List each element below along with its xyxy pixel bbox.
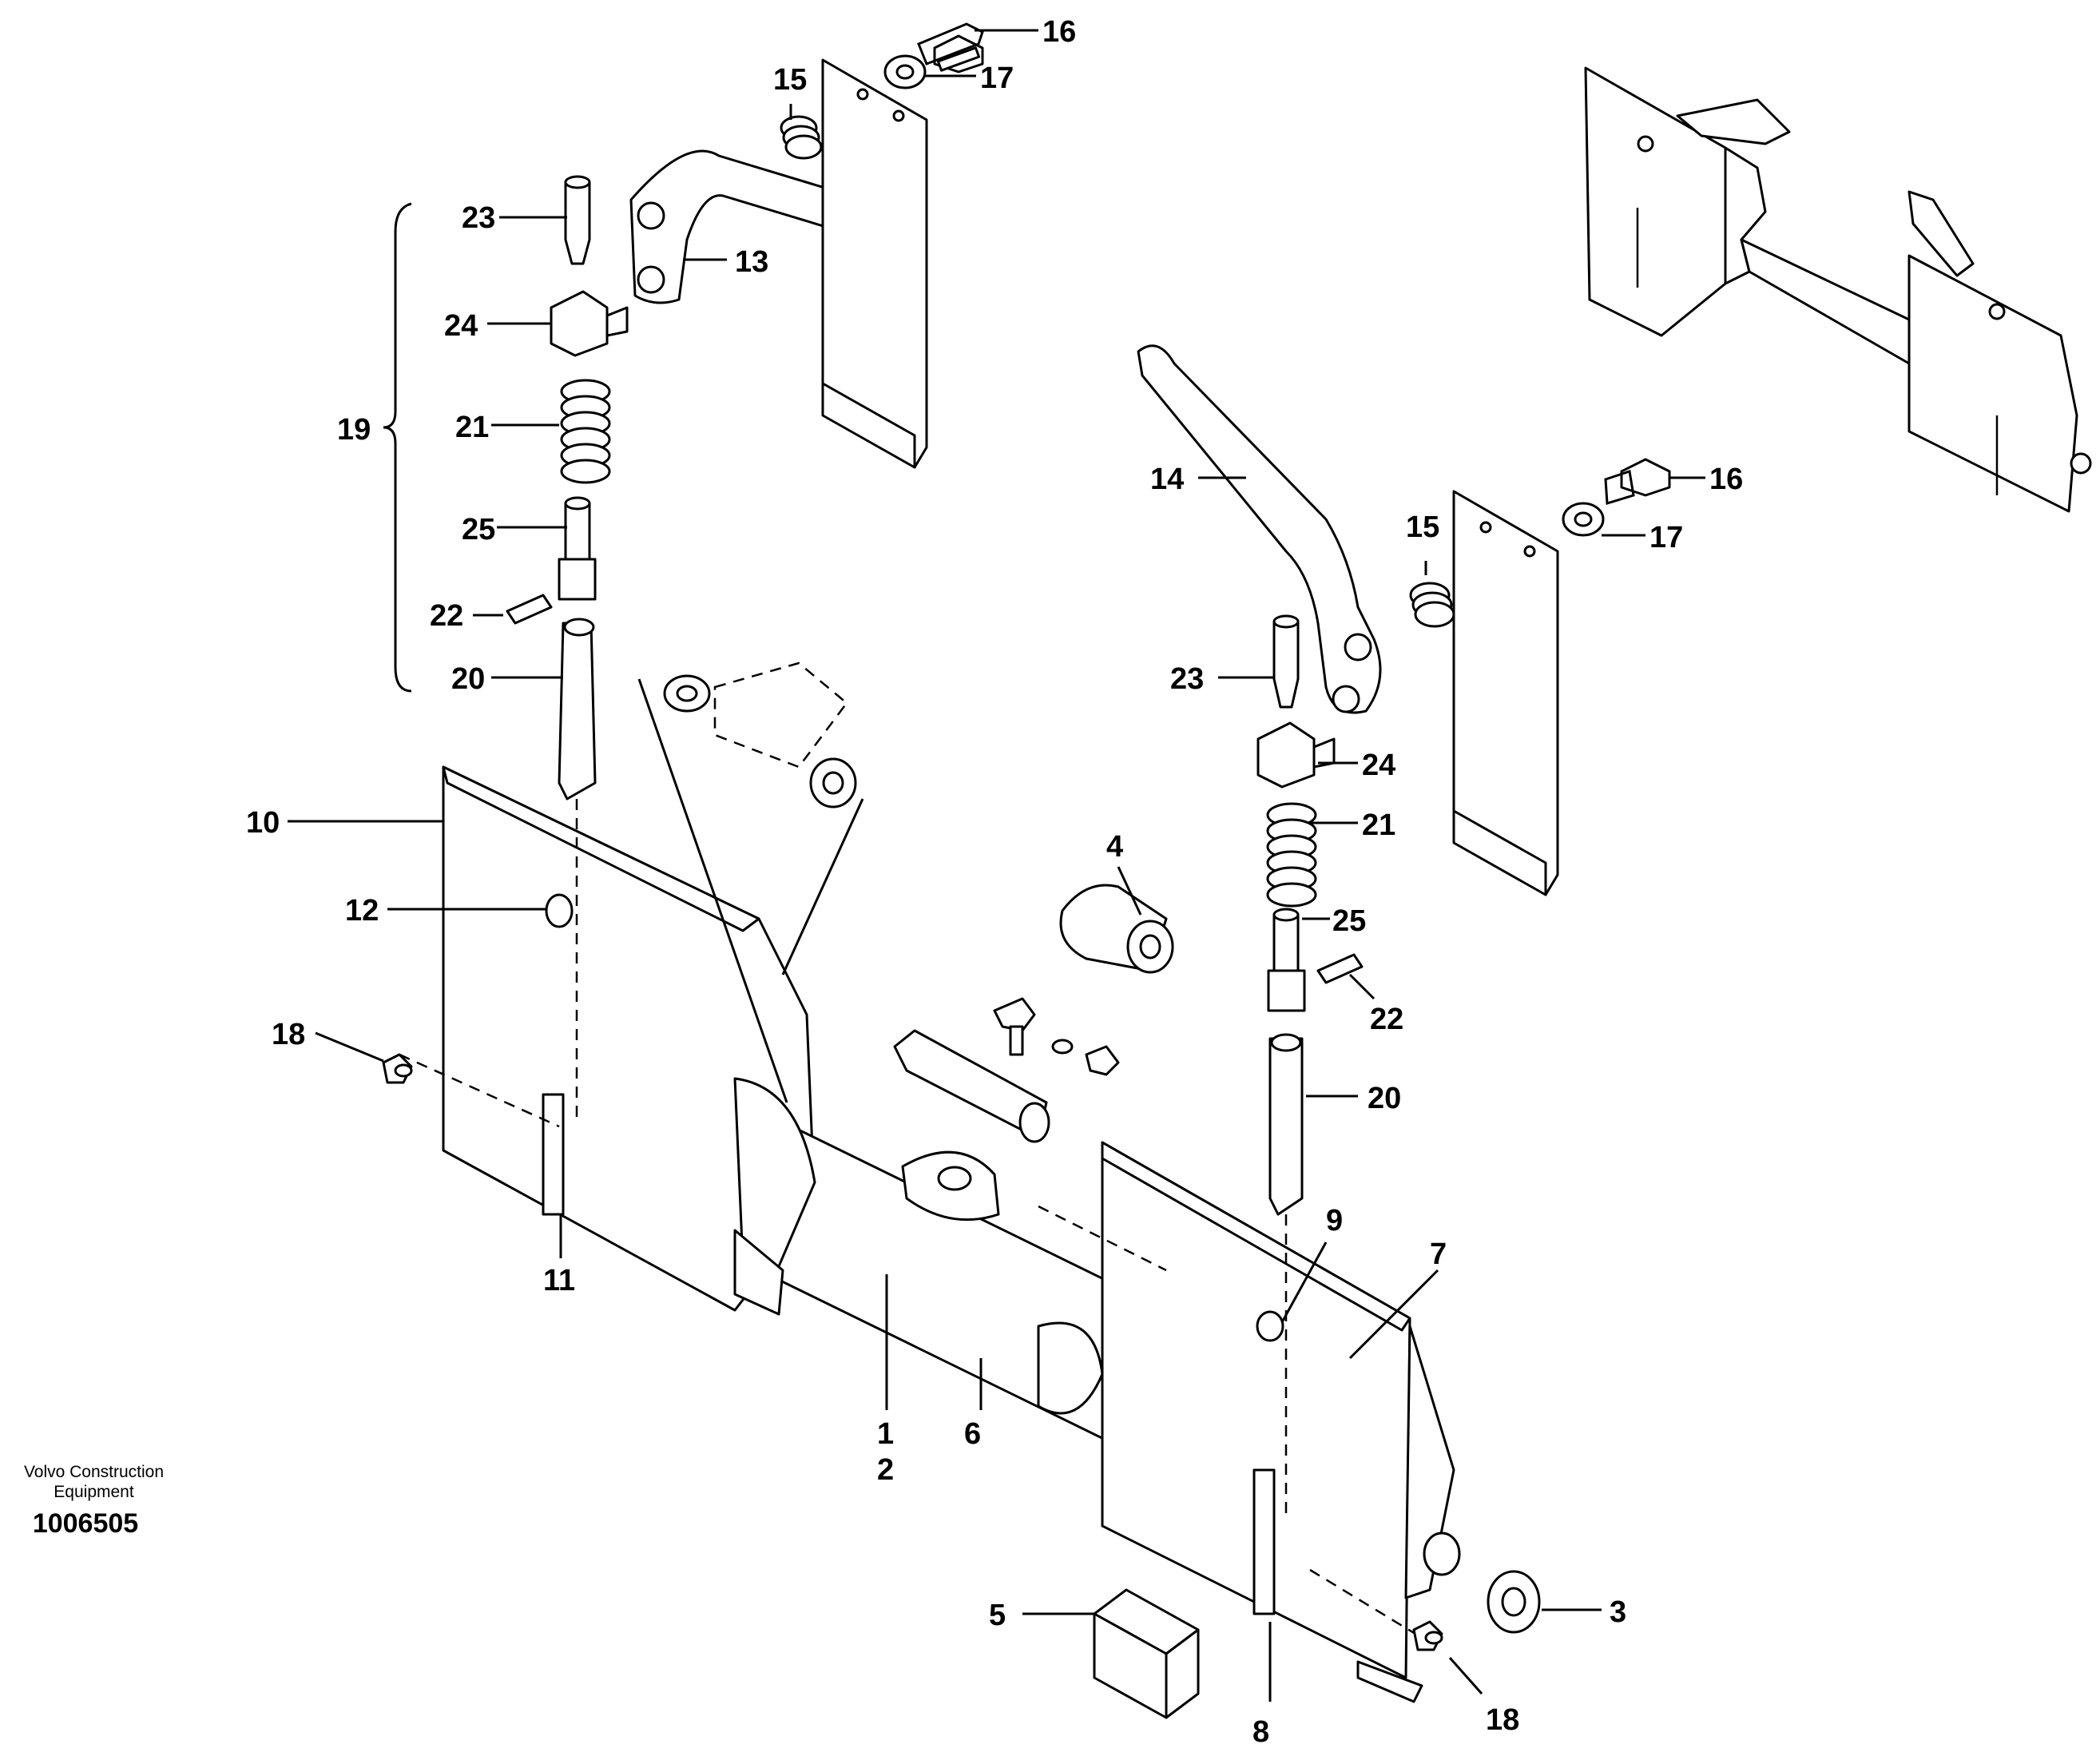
callout-14: 14 (1150, 463, 1184, 496)
callout-9: 9 (1326, 1204, 1343, 1238)
callout-25-left: 25 (462, 513, 495, 546)
company-line-1: Volvo Construction (23, 1463, 165, 1481)
callout-23-left: 23 (462, 201, 495, 235)
spring-15-left (780, 115, 823, 160)
illustration-number: 1006505 (32, 1508, 139, 1539)
callout-2: 2 (877, 1453, 894, 1487)
callout-7: 7 (1430, 1238, 1447, 1271)
callout-25-right: 25 (1332, 904, 1366, 938)
callout-3: 3 (1610, 1595, 1626, 1629)
bolt-16-left (917, 22, 984, 73)
callout-21-right: 21 (1362, 808, 1395, 842)
shaft-pin (893, 997, 1120, 1143)
callout-22-right: 22 (1370, 1003, 1403, 1036)
right-lock-pin-stack (1256, 614, 1364, 1216)
callout-11: 11 (543, 1264, 575, 1297)
company-caption: Volvo Construction Equipment (8, 1462, 180, 1502)
callout-22-left: 22 (430, 599, 463, 633)
callout-13: 13 (735, 245, 768, 279)
callout-18-left: 18 (272, 1018, 305, 1051)
left-lever-group (629, 58, 928, 469)
callout-24-right: 24 (1362, 749, 1395, 782)
callout-12: 12 (345, 894, 379, 928)
callout-6: 6 (964, 1417, 981, 1451)
callout-1: 1 (877, 1417, 894, 1451)
callout-10: 10 (246, 806, 280, 840)
company-line-2: Equipment (54, 1483, 134, 1501)
assembled-coupler-thumbnail (1584, 66, 2092, 513)
bracket-19 (383, 202, 412, 693)
left-washer-spacer (637, 661, 864, 1103)
callout-23-right: 23 (1170, 662, 1204, 696)
callout-5: 5 (989, 1599, 1006, 1632)
callout-8: 8 (1252, 1715, 1269, 1749)
grease-nipple-18-right (1412, 1620, 1443, 1651)
callout-20-right: 20 (1368, 1082, 1401, 1115)
box-5 (1093, 1588, 1200, 1719)
grease-nipple-18-left (382, 1053, 413, 1084)
leader-lines (288, 29, 1705, 1702)
callout-18-right: 18 (1486, 1703, 1519, 1737)
bushing-4 (1059, 884, 1174, 974)
left-lock-pin-stack (506, 175, 629, 801)
callout-17-left: 17 (980, 62, 1014, 95)
callout-4: 4 (1106, 830, 1123, 864)
bolt-16-right (1604, 458, 1671, 505)
callout-15-right: 15 (1406, 511, 1439, 544)
right-lever-group (1137, 344, 1559, 896)
callout-17-right: 17 (1649, 521, 1683, 554)
callout-labels: 16 17 15 23 13 24 19 21 25 22 20 10 12 1… (246, 15, 1743, 1749)
callout-19: 19 (337, 413, 371, 447)
coupler-frame (399, 765, 1461, 1703)
callout-20-left: 20 (451, 662, 485, 696)
callout-24-left: 24 (444, 309, 478, 343)
callout-16-right: 16 (1709, 463, 1743, 496)
spring-15-right (1409, 582, 1455, 628)
collar-3 (1487, 1570, 1541, 1634)
callout-15-left: 15 (773, 63, 807, 97)
callout-21-left: 21 (455, 411, 489, 444)
callout-16-left: 16 (1042, 15, 1076, 49)
